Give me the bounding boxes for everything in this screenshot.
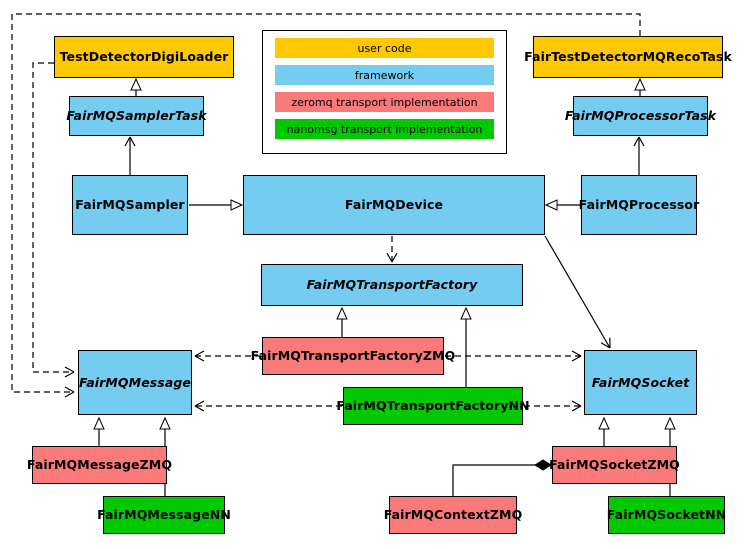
class-node-fairmqprocessortask[interactable]: FairMQProcessorTask bbox=[565, 96, 716, 136]
class-node-fairmqsocketnn[interactable]: FairMQSocketNN bbox=[607, 496, 726, 534]
class-node-fairmqcontextzmq[interactable]: FairMQContextZMQ bbox=[384, 496, 522, 534]
legend-item-nanomsg: nanomsg transport implementation bbox=[275, 119, 494, 139]
class-node-fairmqtransportfactoryzmq[interactable]: FairMQTransportFactoryZMQ bbox=[251, 337, 455, 375]
class-node-fairmqsocketzmq[interactable]: FairMQSocketZMQ bbox=[549, 446, 680, 484]
legend-item-user-code: user code bbox=[275, 38, 494, 58]
class-node-fairmqmessagezmq[interactable]: FairMQMessageZMQ bbox=[27, 446, 172, 484]
class-node-testdetectordigiloader[interactable]: TestDetectorDigiLoader bbox=[54, 36, 234, 78]
class-node-fairmqprocessor[interactable]: FairMQProcessor bbox=[579, 175, 699, 235]
edge-contextzmq-to-socketzmq bbox=[452, 459, 552, 496]
class-node-fairmqtransportfactory[interactable]: FairMQTransportFactory bbox=[261, 264, 523, 306]
class-node-fairtestdetectormqrecotask[interactable]: FairTestDetectorMQRecoTask bbox=[524, 36, 732, 78]
edge-device-to-socket bbox=[544, 235, 611, 349]
legend-panel: user code framework zeromq transport imp… bbox=[262, 30, 507, 154]
class-node-fairmqtransportfactorynn[interactable]: FairMQTransportFactoryNN bbox=[336, 387, 530, 425]
class-node-fairmqmessage[interactable]: FairMQMessage bbox=[78, 350, 192, 415]
class-node-fairmqsamplertask[interactable]: FairMQSamplerTask bbox=[66, 96, 207, 136]
class-node-fairmqmessagenn[interactable]: FairMQMessageNN bbox=[97, 496, 231, 534]
class-node-fairmqdevice[interactable]: FairMQDevice bbox=[243, 175, 545, 235]
legend-item-framework: framework bbox=[275, 65, 494, 85]
class-node-fairmqsampler[interactable]: FairMQSampler bbox=[72, 175, 188, 235]
legend-item-zeromq: zeromq transport implementation bbox=[275, 92, 494, 112]
class-node-fairmqsocket[interactable]: FairMQSocket bbox=[584, 350, 697, 415]
